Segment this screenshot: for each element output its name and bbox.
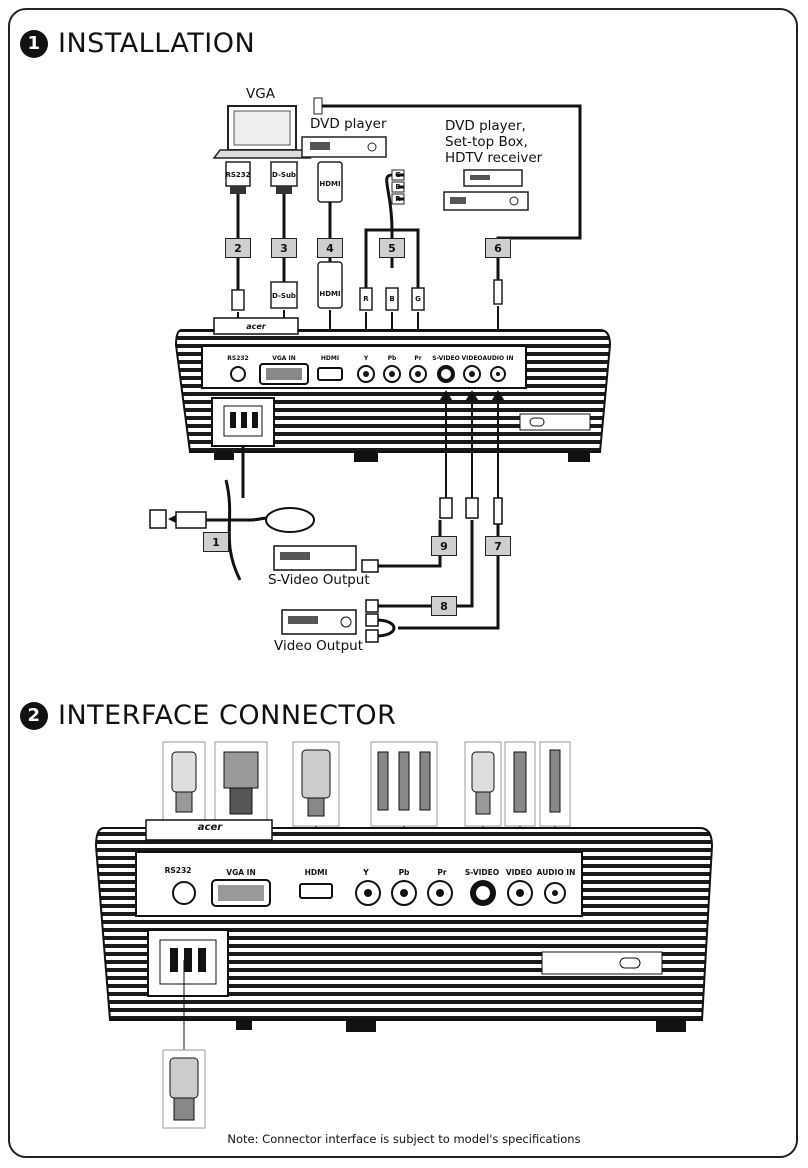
- cable-number-9: 9: [431, 536, 457, 556]
- rear-port-label-svideo: S-VIDEO: [464, 868, 500, 877]
- vga-connector-tile-icon: [214, 741, 268, 827]
- dsub-plug-icon: [270, 281, 298, 309]
- rca-g-label-top: G: [395, 171, 401, 179]
- audio-plug-icon: [493, 279, 503, 305]
- rca-r-label: R: [363, 295, 369, 303]
- section-number-badge: 2: [20, 701, 48, 730]
- rca-r-label-top: R: [395, 195, 401, 203]
- audio-connector-tile-icon: [539, 741, 571, 827]
- svideo-plug-icon: [439, 497, 453, 519]
- dsub-plug-label-top: D-Sub: [272, 171, 296, 179]
- rca-b-label-top: B: [395, 183, 401, 191]
- hdmi-plug-icon: [317, 261, 343, 309]
- port-label-rs232: RS232: [227, 355, 249, 362]
- cable-number-2: 2: [225, 238, 251, 258]
- projector-rear-icon: [94, 819, 714, 1032]
- interface-heading: INTERFACE CONNECTOR: [58, 700, 397, 731]
- svideo-connector-tile-icon: [464, 741, 502, 827]
- rca-g-label: G: [415, 295, 421, 303]
- dvd-settop-label-2: Set-top Box,: [445, 134, 528, 150]
- rear-port-label-y: Y: [363, 868, 369, 877]
- dvd-settop-label-3: HDTV receiver: [445, 150, 543, 166]
- projector-top-icon: [174, 317, 612, 462]
- component-connector-tile-icon: [370, 741, 438, 827]
- section-interface-title: 2 INTERFACE CONNECTOR: [20, 700, 396, 731]
- audio-jack-top-icon: [313, 97, 323, 115]
- rs232-connector-top-icon: [225, 161, 251, 194]
- cable-number-6: 6: [485, 238, 511, 258]
- rear-port-label-rs232: RS232: [164, 866, 192, 875]
- rear-port-label-pr: Pr: [437, 868, 447, 877]
- section-number-badge: 1: [20, 29, 48, 58]
- rs232-plug-icon: [231, 289, 245, 311]
- rca-b-label: B: [389, 295, 395, 303]
- port-label-hdmi: HDMI: [320, 355, 340, 362]
- cable-number-5: 5: [379, 238, 405, 258]
- hdmi-plug-label-top: HDMI: [319, 180, 341, 188]
- video-source-device-icon: [281, 609, 357, 635]
- svideo-output-label: S-Video Output: [268, 572, 370, 588]
- rear-port-label-hdmi: HDMI: [304, 868, 328, 877]
- laptop-icon: [212, 105, 312, 159]
- rear-port-label-vga-in: VGA IN: [226, 868, 256, 877]
- power-connector-tile-icon: [162, 1049, 206, 1129]
- port-label-video: VIDEO: [461, 355, 483, 362]
- dsub-plug-label-bottom: D-Sub: [272, 292, 296, 300]
- component-rca-plugs-icon: [359, 287, 425, 311]
- video-rca-plug-icon: [465, 497, 479, 519]
- dvd-settop-label-1: DVD player,: [445, 118, 526, 134]
- port-label-y: Y: [363, 355, 369, 362]
- vga-source-label: VGA: [246, 86, 275, 102]
- video-connector-tile-icon: [504, 741, 536, 827]
- section-installation-title: 1 INSTALLATION: [20, 28, 255, 59]
- cable-number-7: 7: [485, 536, 511, 556]
- audio-plug-bottom-icon: [493, 497, 503, 525]
- brand-logo-top: acer: [246, 322, 266, 331]
- rear-port-label-pb: Pb: [398, 868, 410, 877]
- hdmi-connector-tile-icon: [292, 741, 340, 827]
- svideo-plug-end-icon: [361, 559, 379, 573]
- brand-logo-rear: acer: [197, 822, 223, 833]
- dvd-player-icon: [301, 136, 387, 158]
- rs232-plug-label: RS232: [225, 171, 251, 179]
- settop-box-icon: [443, 169, 529, 211]
- rs232-connector-tile-icon: [162, 741, 206, 827]
- rear-port-label-audio-in: AUDIO IN: [536, 868, 576, 877]
- svideo-source-device-icon: [273, 545, 357, 571]
- cable-number-3: 3: [271, 238, 297, 258]
- hdmi-plug-label-bottom: HDMI: [319, 290, 341, 298]
- cable-number-1: 1: [203, 532, 229, 552]
- port-label-svideo: S-VIDEO: [432, 355, 460, 362]
- footnote: Note: Connector interface is subject to …: [227, 1132, 581, 1146]
- cable-number-8: 8: [431, 596, 457, 616]
- port-label-vga-in: VGA IN: [272, 355, 296, 362]
- port-label-pb: Pb: [387, 355, 397, 362]
- power-plug-icon: [149, 507, 315, 533]
- port-label-pr: Pr: [414, 355, 422, 362]
- rear-port-label-video: VIDEO: [505, 868, 533, 877]
- video-output-label: Video Output: [274, 638, 364, 654]
- dsub-connector-top-icon: [270, 161, 298, 194]
- dvd-player-label: DVD player: [310, 116, 387, 132]
- port-label-audio-in: AUDIO IN: [482, 355, 514, 362]
- cable-number-4: 4: [317, 238, 343, 258]
- installation-heading: INSTALLATION: [58, 28, 256, 59]
- page-frame: [8, 8, 798, 1158]
